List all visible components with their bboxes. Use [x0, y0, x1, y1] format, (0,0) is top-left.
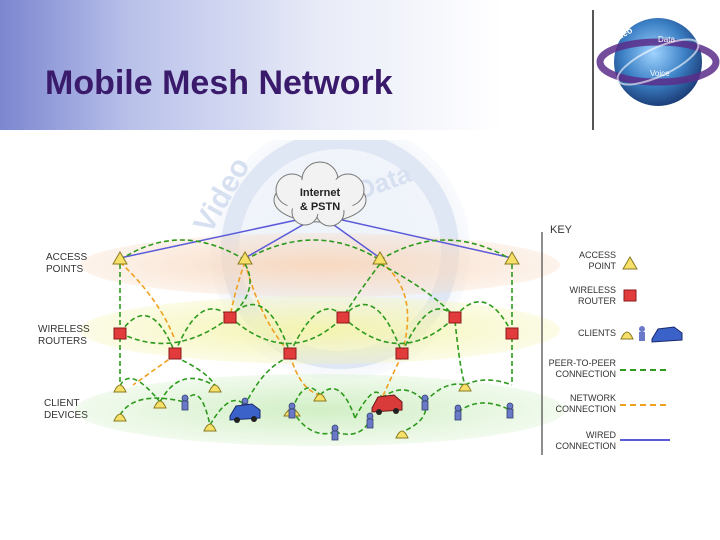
- client-phone-icon: [203, 423, 217, 432]
- client-person-icon: [288, 402, 296, 410]
- key-item-line: CONNECTION: [555, 441, 617, 451]
- tier-label-line: ROUTERS: [38, 336, 87, 347]
- key-item-line: CONNECTION: [555, 369, 617, 379]
- client-phone-icon: [395, 430, 409, 439]
- key-access-point-icon: [622, 256, 638, 270]
- client-car-red: [371, 394, 403, 415]
- client-phone-icon: [153, 400, 167, 409]
- key-item-line: WIRED: [586, 430, 616, 440]
- key-item-line: WIRELESS: [569, 285, 616, 295]
- key-item-network: NETWORK CONNECTION: [546, 393, 617, 415]
- client-phone-icon: [208, 384, 222, 393]
- access-point-icon: [372, 251, 388, 265]
- wireless-router-icon: [395, 347, 409, 360]
- key-wireless-router-icon: [623, 289, 637, 302]
- client-person-icon: [366, 412, 374, 420]
- client-phone-icon: [113, 413, 127, 422]
- key-item-peer-to-peer: PEER-TO-PEER CONNECTION: [546, 358, 616, 380]
- client-person-icon: [454, 404, 462, 412]
- client-person-icon: [421, 394, 429, 402]
- tier-label-access-points: ACCESS POINTS: [46, 252, 106, 276]
- logo-word-voice: Voice: [650, 69, 670, 78]
- wireless-router-icon: [336, 311, 350, 324]
- tier-label-line: CLIENT: [44, 398, 80, 409]
- access-point-icon: [504, 251, 520, 265]
- internet-cloud: [273, 161, 367, 227]
- wireless-router-icon: [283, 347, 297, 360]
- key-item-access-point: ACCESS POINT: [546, 250, 616, 272]
- key-item-wireless-router: WIRELESS ROUTER: [546, 285, 616, 307]
- cloud-label-line2: & PSTN: [299, 201, 341, 213]
- slide-title: Mobile Mesh Network: [45, 64, 393, 102]
- tier-label-line: DEVICES: [44, 410, 88, 421]
- access-points-band: [80, 233, 560, 297]
- client-person-icon: [331, 424, 339, 432]
- wireless-router-icon: [448, 311, 462, 324]
- key-item-line: NETWORK: [570, 393, 616, 403]
- wireless-router-icon: [168, 347, 182, 360]
- key-item-line: PEER-TO-PEER: [548, 358, 616, 368]
- client-phone-icon: [458, 383, 472, 392]
- key-item-line: ROUTER: [578, 296, 616, 306]
- key-item-line: POINT: [588, 261, 616, 271]
- tier-label-wireless-routers: WIRELESS ROUTERS: [38, 324, 98, 348]
- access-point-icon: [112, 251, 128, 265]
- cloud-label: Internet & PSTN: [275, 186, 365, 214]
- client-person-icon: [241, 397, 249, 405]
- cloud-label-line1: Internet: [299, 187, 341, 199]
- key-item-line: CONNECTION: [555, 404, 617, 414]
- wireless-router-icon: [223, 311, 237, 324]
- key-item-clients: CLIENTS: [546, 328, 616, 339]
- client-person-icon: [506, 402, 514, 410]
- tier-label-line: WIRELESS: [38, 324, 90, 335]
- client-car-blue: [229, 403, 261, 423]
- wireless-router-icon: [113, 327, 127, 340]
- tier-label-line: POINTS: [46, 264, 84, 275]
- key-item-line: ACCESS: [578, 250, 616, 260]
- client-person-icon: [181, 394, 189, 402]
- client-devices-band: [75, 374, 565, 446]
- key-clients-icon: [620, 326, 683, 343]
- client-phone-icon: [313, 393, 327, 402]
- key-title: KEY: [550, 224, 573, 236]
- mesh-network-diagram: Video Data: [75, 140, 683, 455]
- key-item-line: CLIENTS: [577, 328, 616, 338]
- key-item-wired: WIRED CONNECTION: [546, 430, 617, 452]
- access-point-markers: [112, 251, 520, 265]
- logo-word-data: Data: [658, 35, 675, 44]
- tier-label-line: ACCESS: [46, 252, 88, 263]
- wireless-router-icon: [505, 327, 519, 340]
- access-point-icon: [237, 251, 253, 265]
- wireless-routers-band: [80, 296, 560, 364]
- client-phone-icon: [113, 384, 127, 393]
- router-markers: [113, 311, 519, 360]
- globe-logo: Video Data Voice: [596, 18, 720, 106]
- tier-label-client-devices: CLIENT DEVICES: [44, 398, 104, 422]
- header-divider: [592, 10, 594, 130]
